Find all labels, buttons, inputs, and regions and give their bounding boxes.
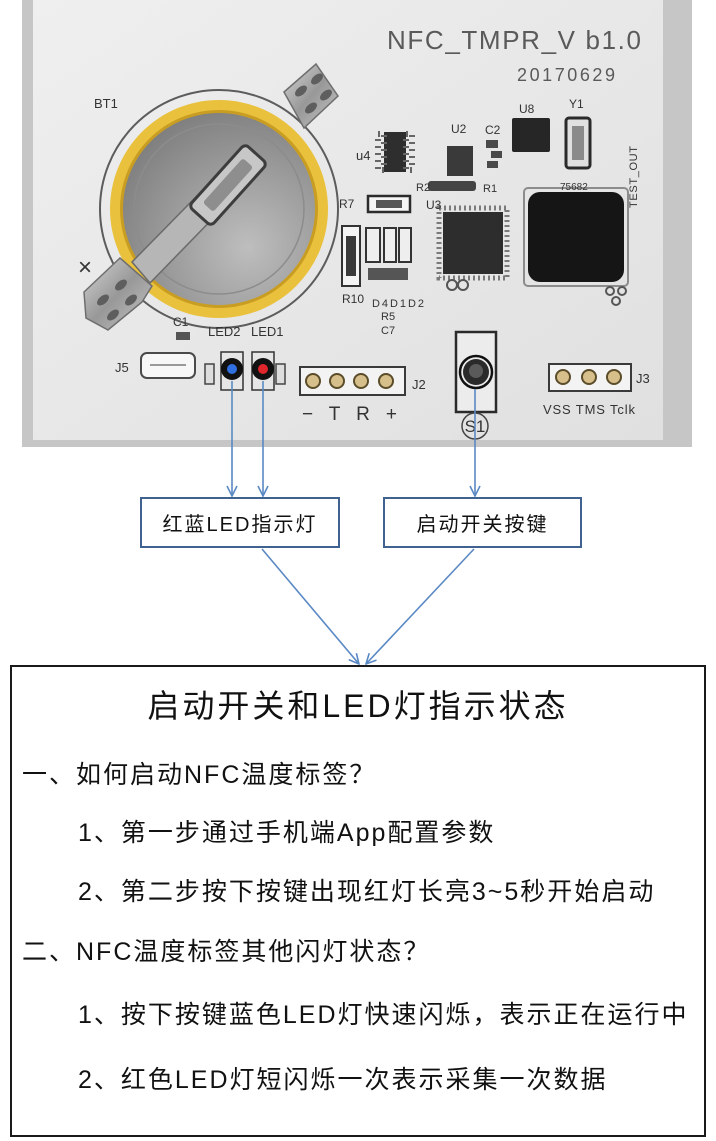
section-1-heading: 一、如何启动NFC温度标签？ (22, 761, 377, 789)
ic-u8 (512, 118, 550, 152)
j2-pin-hole (353, 373, 369, 389)
j2-label: J2 (412, 377, 426, 392)
j2-pin-hole (378, 373, 394, 389)
u2-label: U2 (451, 122, 467, 136)
resistor-r7-body (376, 200, 402, 208)
section-1-item: 2、第二步按下按键出现红灯长亮3~5秒开始启动 (78, 878, 656, 906)
switch-s1-ring (458, 354, 494, 390)
resistor-small (383, 227, 397, 263)
y1-label: Y1 (569, 97, 584, 111)
board-name-label: NFC_TMPR_V b1.0 (387, 25, 641, 55)
test-out-label: TEST_OUT (628, 146, 640, 208)
connector-j2 (299, 366, 406, 396)
tab-upper-hole (311, 73, 323, 85)
connector-j3 (548, 363, 632, 392)
r10-label: R10 (342, 292, 364, 306)
bt1-label: BT1 (94, 96, 118, 111)
section-1-item: 1、第一步通过手机端App配置参数 (78, 819, 496, 847)
ic-u2 (447, 146, 473, 176)
r2-label: R2 (416, 182, 430, 194)
j3-pin-hole (606, 369, 622, 385)
chip-marking-label: 75682 (560, 182, 588, 193)
j3-pins-label: VSS TMS Tclk (543, 402, 636, 417)
sensor-outline (523, 187, 629, 287)
u3-label: U3 (426, 198, 442, 212)
r7-label: R7 (339, 197, 355, 211)
arrow-led-callout-to-info (261, 548, 359, 664)
callout-switch-text: 启动开关按键 (416, 514, 549, 536)
j2-pin-hole (329, 373, 345, 389)
switch-s1-highlight (469, 364, 483, 378)
pad-small (457, 279, 469, 291)
j3-label: J3 (636, 371, 650, 386)
pcb-photo: NFC_TMPR_V b1.0 20170629 (22, 0, 692, 447)
capacitor-c1 (176, 332, 190, 340)
led2-blue (220, 351, 244, 391)
c2-label: C2 (485, 123, 501, 137)
x-mark-label: × (78, 254, 92, 281)
battery-clip-hook (189, 144, 267, 226)
capacitor-small (487, 161, 498, 168)
pad-small (611, 296, 621, 306)
resistor-small (365, 227, 381, 263)
ic-u4 (375, 131, 415, 173)
j3-pin-hole (581, 369, 597, 385)
resistor-pad (204, 363, 215, 385)
c1-label: C1 (173, 315, 189, 329)
battery-outline (99, 89, 339, 329)
led2-light (227, 364, 237, 374)
r5-label: R5 (381, 311, 395, 323)
capacitor-c2 (486, 140, 498, 148)
j3-pin-hole (555, 369, 571, 385)
ic-u3 (443, 212, 503, 274)
status-info-box: 启动开关和LED灯指示状态 一、如何启动NFC温度标签？ 1、第一步通过手机端A… (10, 665, 706, 1137)
sensor-body (528, 192, 624, 282)
switch-s1 (454, 330, 498, 414)
battery-tab-upper (283, 62, 339, 130)
u8-label: U8 (519, 102, 535, 116)
battery-tab-lower (83, 256, 153, 331)
callout-start-switch: 启动开关按键 (383, 497, 582, 548)
crystal-y1-core (572, 126, 584, 160)
resistor-row (428, 181, 476, 191)
section-2-heading: 二、NFC温度标签其他闪灯状态？ (22, 938, 431, 966)
tab-upper-plate (283, 62, 339, 130)
callout-led-text: 红蓝LED指示灯 (162, 514, 318, 536)
arrow-switch-callout-to-info (366, 548, 475, 664)
c7-label: C7 (381, 325, 395, 337)
led1-light (258, 364, 268, 374)
tab-upper-hole (295, 85, 307, 97)
ic-u4-body (384, 132, 406, 172)
battery-holder-bt1 (83, 62, 339, 331)
led1-label: LED1 (251, 324, 284, 339)
capacitor-small (491, 151, 502, 158)
info-box-title: 启动开关和LED灯指示状态 (147, 688, 569, 724)
j5-label: J5 (115, 360, 129, 375)
section-2-item: 2、红色LED灯短闪烁一次表示采集一次数据 (78, 1066, 608, 1094)
resistor-pad (275, 363, 286, 385)
led1-red (251, 351, 275, 391)
component-r10-body (346, 236, 356, 276)
resistor-small (398, 227, 412, 263)
tab-lower-hole (125, 294, 137, 306)
tab-upper-hole (305, 102, 317, 114)
tab-lower-hole (115, 279, 127, 291)
callout-led-indicators: 红蓝LED指示灯 (140, 497, 340, 548)
ic-u3-pins (436, 205, 510, 281)
section-2-item: 1、按下按键蓝色LED灯快速闪烁，表示正在运行中 (78, 1001, 689, 1029)
r1-label: R1 (483, 183, 497, 195)
clip-hook-slot (203, 159, 253, 211)
tab-lower-hole (107, 309, 119, 321)
u4-label: u4 (356, 148, 370, 163)
tab-lower-hole (97, 294, 109, 306)
pad-small (617, 286, 627, 296)
tab-lower-plate (83, 256, 153, 331)
pad-small (605, 286, 615, 296)
coin-cell-rim (133, 123, 305, 295)
led2-label: LED2 (208, 324, 241, 339)
tab-upper-hole (320, 89, 332, 101)
diode-row (368, 268, 408, 280)
j2-pin-hole (305, 373, 321, 389)
